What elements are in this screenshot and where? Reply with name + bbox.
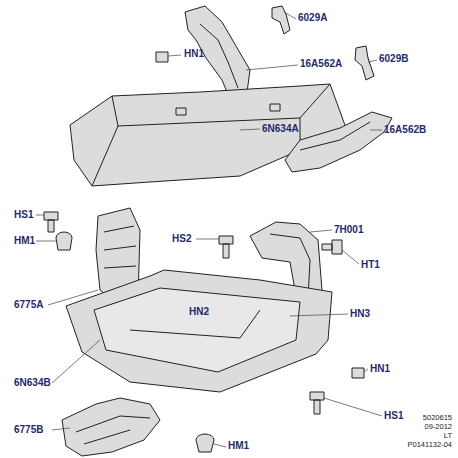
callout-number: HN2 <box>189 307 209 317</box>
callout-number: HS1 <box>14 210 33 220</box>
callout-number: HN1 <box>370 364 390 374</box>
callout-number: HS1 <box>384 411 403 421</box>
side-shield <box>62 398 160 456</box>
undertray-rear <box>66 270 332 392</box>
callout-number: HN1 <box>184 49 204 59</box>
callout-number: 16A562A <box>300 59 342 69</box>
bolt <box>322 240 342 254</box>
drawing-code: 5020615 <box>423 414 452 422</box>
leader-lines <box>36 12 382 447</box>
callout-number: 6N634B <box>14 378 51 388</box>
callout-number: 6775A <box>14 300 43 310</box>
clip-nut <box>156 52 168 62</box>
bolt <box>310 392 324 414</box>
clip <box>272 6 290 34</box>
callout-number: HM1 <box>228 441 249 451</box>
bolt <box>219 236 233 258</box>
drawing-code: LT <box>444 432 452 440</box>
callout-number: 16A562B <box>384 125 426 135</box>
callout-number: HN3 <box>350 309 370 319</box>
callout-number: 6029B <box>379 54 408 64</box>
plug <box>196 434 214 452</box>
heat-shield <box>285 112 392 172</box>
callout-number: 6029A <box>298 13 327 23</box>
callout-number: 7H001 <box>334 225 363 235</box>
drawing-code: 09-2012 <box>424 423 452 431</box>
plug <box>56 232 72 250</box>
callout-number: HS2 <box>172 234 191 244</box>
callout-number: 6N634A <box>262 124 299 134</box>
callout-number: 6775B <box>14 425 43 435</box>
drawing-code: P0141132-04 <box>408 441 452 449</box>
callout-number: HM1 <box>14 236 35 246</box>
clip <box>355 46 374 80</box>
callout-number: HT1 <box>361 260 380 270</box>
bolt <box>44 212 58 232</box>
clip-nut <box>352 368 364 378</box>
